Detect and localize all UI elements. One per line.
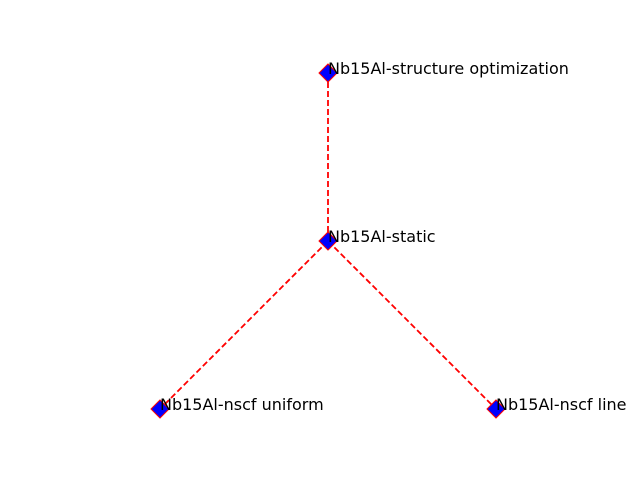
nodes-layer: Nb15Al-structure optimization Nb15Al-sta…	[150, 59, 627, 419]
node-opt[interactable]: Nb15Al-structure optimization	[318, 59, 569, 83]
node-opt-label: Nb15Al-structure optimization	[328, 59, 569, 78]
node-opt-marker	[318, 63, 338, 83]
edge-static-to-line	[327, 240, 497, 410]
node-static[interactable]: Nb15Al-static	[318, 227, 436, 251]
node-uniform-marker	[150, 399, 170, 419]
edge-static-to-uniform	[159, 240, 329, 410]
edges-layer	[159, 73, 497, 410]
node-static-label: Nb15Al-static	[328, 227, 436, 246]
node-line-label: Nb15Al-nscf line	[496, 395, 627, 414]
node-uniform[interactable]: Nb15Al-nscf uniform	[150, 395, 324, 419]
node-uniform-label: Nb15Al-nscf uniform	[160, 395, 324, 414]
node-line-marker	[486, 399, 506, 419]
node-line[interactable]: Nb15Al-nscf line	[486, 395, 627, 419]
node-static-marker	[318, 231, 338, 251]
